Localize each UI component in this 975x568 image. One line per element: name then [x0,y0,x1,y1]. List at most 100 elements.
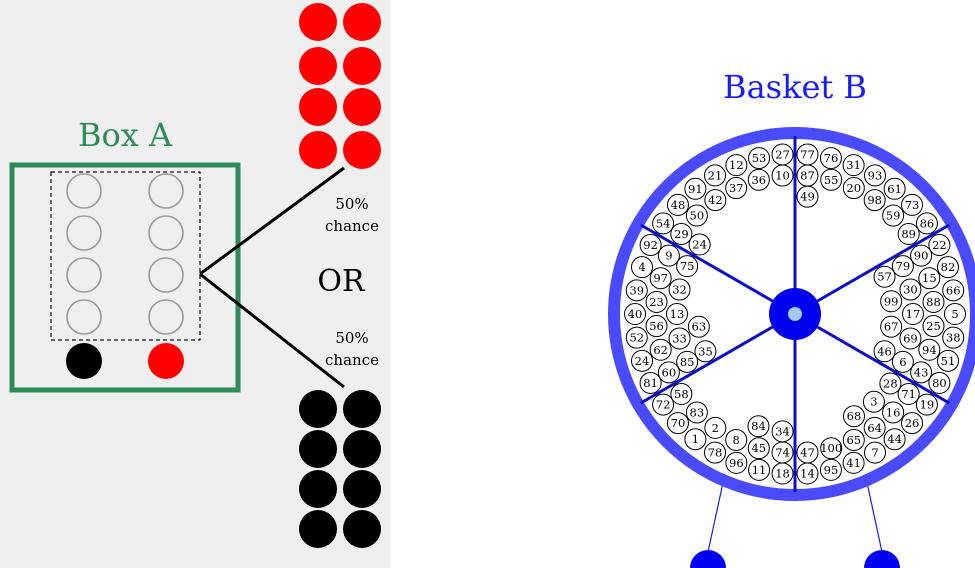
numbered-ball-label: 39 [629,283,644,297]
numbered-ball-outline [918,338,941,361]
numbered-ball-label: 77 [800,147,815,161]
numbered-ball: 52 [625,326,648,349]
numbered-ball-label: 63 [692,320,707,334]
numbered-ball: 76 [819,147,842,170]
numbered-ball: 24 [688,233,711,256]
black-outcome-ball [299,510,337,548]
branch-line-bottom [199,272,345,389]
numbered-ball: 20 [842,177,865,200]
numbered-ball-outline [928,371,951,394]
wheel-spoke [640,223,796,316]
bottom-chance-word: chance [325,351,379,369]
numbered-ball-outline [747,415,770,438]
black-outcome-ball [299,430,337,468]
numbered-ball: 35 [694,340,717,363]
numbered-ball: 16 [882,401,905,424]
basket-b-title: Basket B [723,68,867,106]
numbered-ball-label: 15 [922,271,937,285]
numbered-ball-outline [864,164,886,187]
numbered-ball-outline [652,212,675,235]
numbered-ball-outline [882,401,905,424]
numbered-ball-label: 57 [877,270,892,284]
numbered-ball: 99 [880,290,903,313]
numbered-ball-label: 24 [635,354,650,368]
numbered-ball-label: 8 [733,433,740,447]
numbered-ball-label: 84 [751,419,766,433]
numbered-ball-outline [625,326,648,349]
numbered-ball: 97 [649,267,672,290]
numbered-ball-outline [684,177,707,200]
numbered-ball-label: 71 [901,387,916,401]
numbered-ball-outline [704,441,726,464]
numbered-ball-label: 29 [674,227,689,241]
numbered-ball-outline [922,290,945,313]
numbered-ball: 75 [676,255,699,278]
numbered-ball-label: 97 [653,271,668,285]
numbered-ball-outline [666,303,688,325]
numbered-ball-label: 74 [775,445,790,459]
numbered-ball-label: 42 [708,193,723,207]
black-outcome-ball [299,470,337,508]
numbered-ball-outline [704,416,727,439]
numbered-ball: 10 [771,164,794,187]
numbered-ball: 31 [842,154,865,177]
numbered-ball: 63 [687,315,710,338]
numbered-ball-outline [625,279,648,302]
hidden-ball [148,215,184,251]
numbered-ball: 59 [882,204,905,227]
numbered-ball-label: 2 [712,421,719,435]
hidden-ball [66,173,102,209]
numbered-ball-label: 16 [886,405,901,419]
numbered-ball-label: 27 [775,147,790,161]
numbered-ball: 51 [936,349,959,372]
numbered-ball-outline [891,255,914,278]
numbered-ball: 88 [922,290,945,313]
numbered-ball-outline [688,233,711,256]
numbered-ball-outline [670,383,693,406]
numbered-ball-label: 10 [775,169,790,183]
numbered-ball: 27 [771,143,794,166]
numbered-ball-outline [748,147,771,170]
top-chance-word: chance [325,217,379,235]
numbered-ball-outline [863,416,886,439]
numbered-ball-outline [918,267,941,290]
numbered-ball-label: 61 [887,182,902,196]
numbered-ball-outline [668,278,691,301]
numbered-ball: 70 [666,412,689,435]
numbered-ball: 54 [652,212,675,235]
numbered-ball-outline [645,290,668,313]
numbered-ball-label: 32 [672,283,687,297]
numbered-ball: 19 [915,393,938,416]
numbered-ball-outline [657,361,680,384]
numbered-ball: 49 [796,185,819,208]
numbered-ball: 58 [670,383,693,406]
numbered-ball-label: 43 [914,365,929,379]
stand-leg-left [707,477,725,553]
numbered-ball-label: 94 [922,343,937,357]
revealed-black-ball [66,343,102,379]
numbered-ball: 95 [819,458,842,481]
numbered-ball-outline [639,371,662,394]
numbered-ball: 37 [725,177,748,200]
numbered-ball-label: 24 [692,238,707,252]
numbered-ball: 80 [928,371,951,394]
numbered-ball-outline [657,244,680,267]
numbered-ball-outline [820,168,843,191]
numbered-ball-label: 82 [941,260,956,274]
numbered-ball: 77 [796,143,819,166]
numbered-ball-label: 83 [690,405,705,419]
numbered-ball-label: 58 [674,387,689,401]
numbered-ball: 68 [843,405,865,428]
numbered-ball-label: 26 [905,416,920,430]
numbered-ball: 86 [915,212,938,235]
numbered-ball: 43 [910,361,933,384]
numbered-ball: 15 [918,267,941,290]
numbered-ball-outline [942,326,965,349]
hidden-ball [148,257,184,293]
numbered-ball-label: 13 [670,307,685,321]
stand-leg-right [865,477,883,553]
numbered-ball: 82 [936,256,959,279]
numbered-ball-label: 19 [920,398,935,412]
numbered-ball-label: 1 [692,432,699,446]
